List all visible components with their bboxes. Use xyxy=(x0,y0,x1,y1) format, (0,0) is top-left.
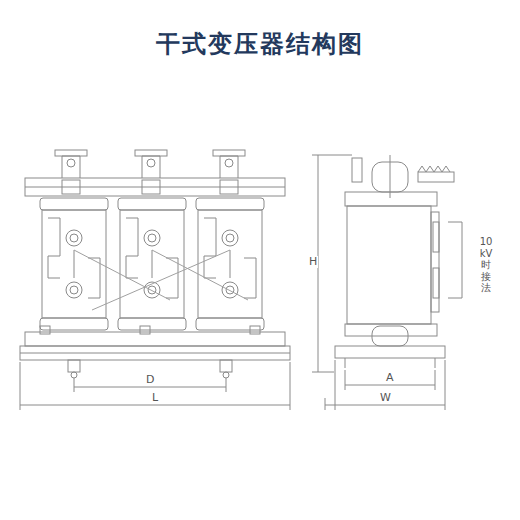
dimension-label: A xyxy=(385,372,395,384)
dimension-label: L xyxy=(151,392,159,404)
dimension-label: D xyxy=(145,374,155,386)
front-view xyxy=(20,150,290,410)
note: 10 kV时接法 xyxy=(477,236,495,294)
dimension-label: H xyxy=(308,256,318,268)
side-view xyxy=(312,155,462,410)
dimension-label: W xyxy=(379,392,392,404)
title: 干式变压器结构图 xyxy=(0,28,520,60)
